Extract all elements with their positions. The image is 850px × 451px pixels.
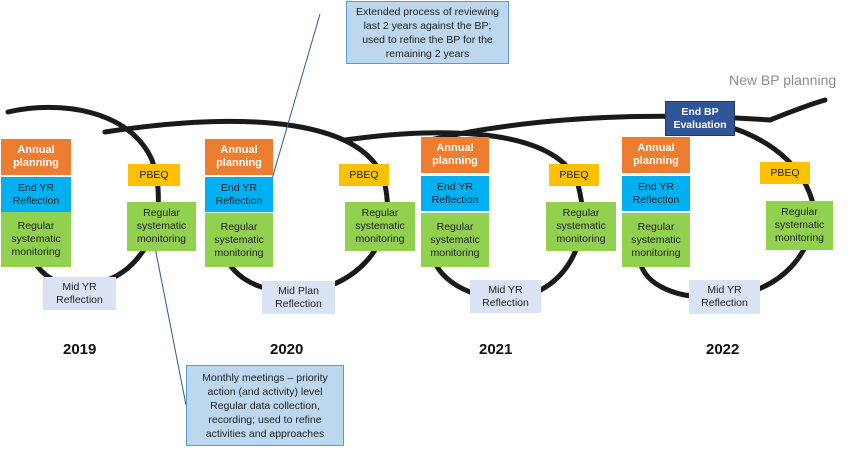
year-2020: 2020 [270, 341, 304, 358]
year-2021: 2021 [479, 341, 513, 358]
mid-yr-reflection-2022: Mid YR Reflection [689, 280, 760, 314]
year-2022: 2022 [706, 341, 740, 358]
new-bp-planning-label: New BP planning [729, 72, 837, 88]
mid-yr-reflection-2019: Mid YR Reflection [43, 277, 116, 310]
end-yr-reflection-2021: End YR Reflection [421, 176, 489, 211]
regular-systematic-monitoring-2021-left: Regular systematic monitoring [421, 213, 489, 267]
regular-systematic-monitoring-2021-right: Regular systematic monitoring [546, 202, 616, 251]
annual-planning-2021: Annual planning [421, 137, 489, 173]
annual-planning-2019: Annual planning [1, 139, 71, 175]
mid-yr-reflection-2021: Mid YR Reflection [470, 280, 541, 313]
annual-planning-2020: Annual planning [205, 139, 273, 175]
new-bp-tail [767, 97, 828, 123]
loop-2022 [427, 113, 773, 143]
end-bp-evaluation: End BP Evaluation [665, 101, 735, 136]
mid-plan-reflection-2020: Mid Plan Reflection [262, 281, 335, 314]
year-2019: 2019 [63, 341, 97, 358]
regular-systematic-monitoring-2022-left: Regular systematic monitoring [622, 213, 690, 267]
pbeq-2020: PBEQ [339, 164, 389, 186]
end-yr-reflection-2019: End YR Reflection [1, 177, 71, 212]
pbeq-2022: PBEQ [760, 162, 810, 184]
callout-top: Extended process of reviewing last 2 yea… [346, 1, 509, 64]
regular-systematic-monitoring-2020-left: Regular systematic monitoring [205, 213, 273, 267]
loop-2022-back [637, 117, 816, 300]
callout-bottom: Monthly meetings – priority action (and … [186, 365, 344, 446]
pbeq-2021: PBEQ [549, 164, 599, 186]
regular-systematic-monitoring-2019-right: Regular systematic monitoring [127, 202, 196, 251]
end-yr-reflection-2022: End YR Reflection [622, 176, 690, 211]
annual-planning-2022: Annual planning [622, 137, 690, 173]
regular-systematic-monitoring-2022-right: Regular systematic monitoring [766, 201, 833, 250]
regular-systematic-monitoring-2019-left: Regular systematic monitoring [1, 212, 71, 267]
regular-systematic-monitoring-2020-right: Regular systematic monitoring [345, 202, 415, 251]
pbeq-2019: PBEQ [128, 164, 180, 186]
end-yr-reflection-2020: End YR Reflection [205, 177, 273, 212]
callout-bottom-pointer [151, 231, 187, 406]
